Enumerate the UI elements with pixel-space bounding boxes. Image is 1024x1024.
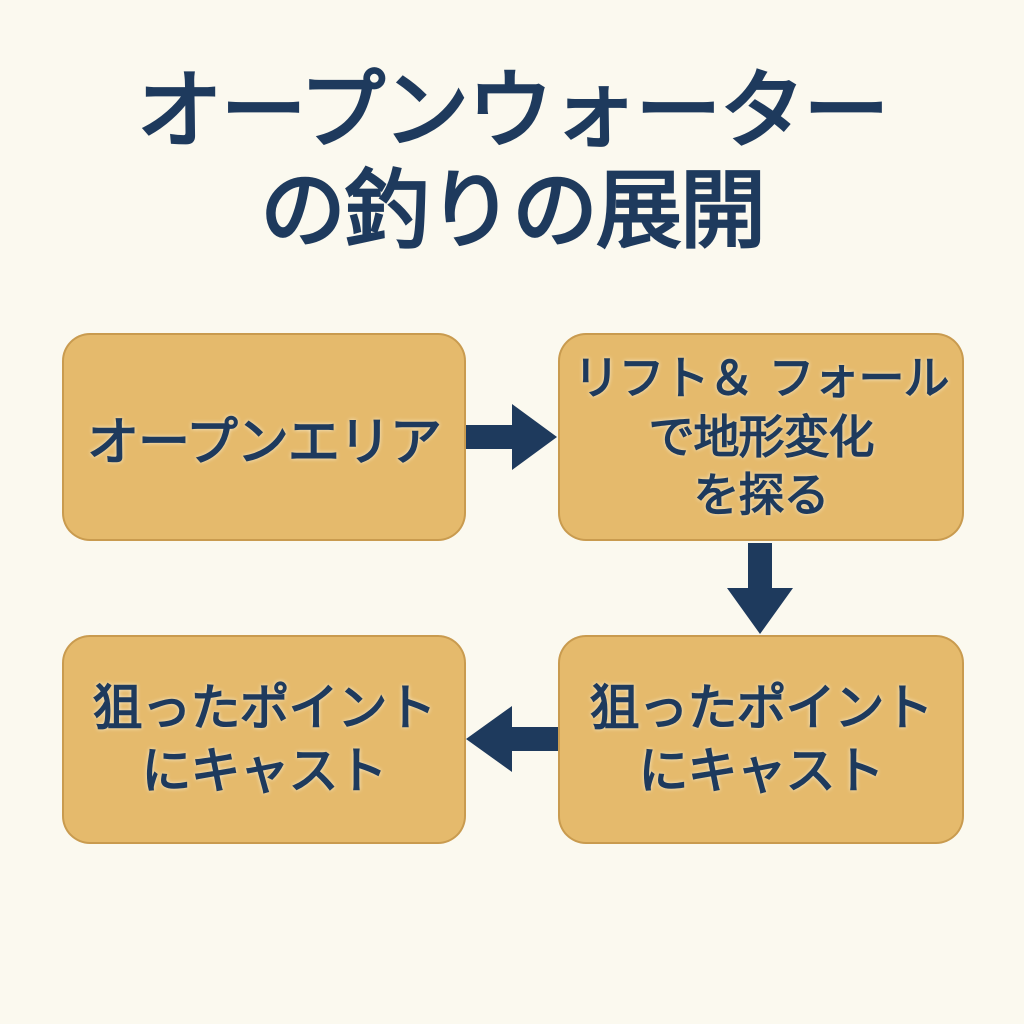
- flow-node-open-area: オープンエリア: [62, 333, 466, 541]
- node-line: にキャスト: [638, 741, 885, 800]
- node-line: リフト＆ フォール: [573, 350, 949, 405]
- node-line: 狙ったポイント: [589, 678, 934, 737]
- arrow-right-shape: [466, 404, 557, 470]
- page-title-line-2: の釣りの展開: [260, 160, 766, 261]
- flow-node-cast-to-point-right: 狙ったポイント にキャスト: [558, 635, 964, 844]
- arrow-down-shape: [727, 543, 793, 634]
- page-title-line-1: オープンウォーター: [136, 61, 890, 161]
- arrow-down-icon: [727, 543, 793, 634]
- node-line: にキャスト: [141, 741, 388, 800]
- arrow-right-icon: [466, 404, 557, 470]
- node-line: オープンエリア: [87, 412, 442, 473]
- node-line: で地形変化: [648, 409, 875, 464]
- arrow-left-icon: [466, 706, 558, 772]
- page-title: オープンウォーター の釣りの展開: [0, 61, 1024, 262]
- flow-node-cast-to-point-left: 狙ったポイント にキャスト: [62, 635, 466, 844]
- arrow-left-shape: [466, 706, 558, 772]
- node-line: を探る: [693, 468, 830, 523]
- flow-node-lift-and-fall: リフト＆ フォール で地形変化 を探る: [558, 333, 964, 541]
- node-line: 狙ったポイント: [92, 678, 437, 737]
